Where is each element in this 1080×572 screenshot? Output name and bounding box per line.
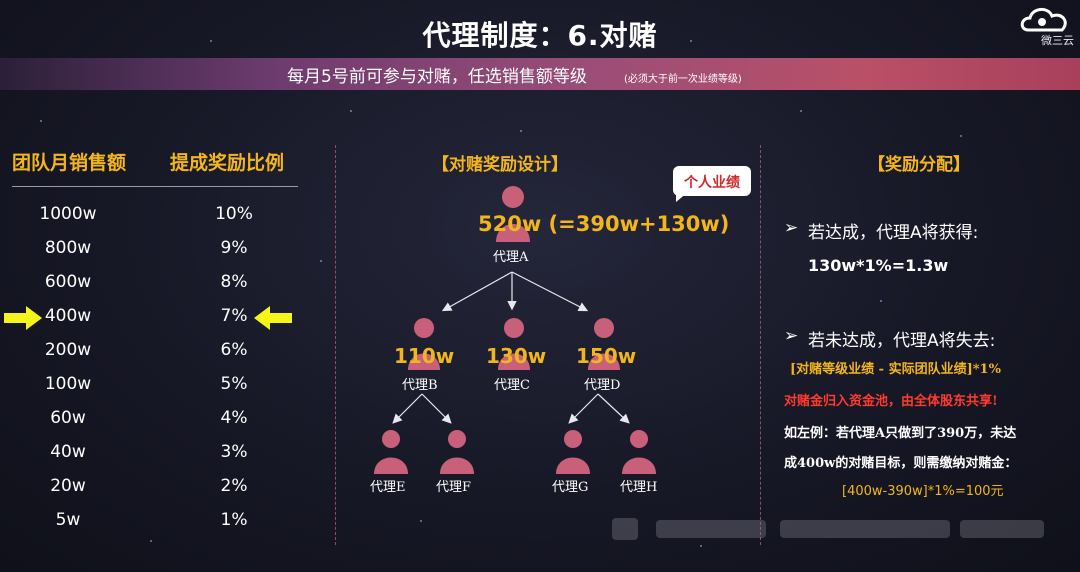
table-header-line bbox=[12, 186, 298, 187]
table-cell-rate: 1% bbox=[220, 510, 248, 530]
table-cell-amount: 40w bbox=[50, 442, 86, 462]
lose-title: 若未达成，代理A将失去: bbox=[808, 331, 996, 351]
person-icon bbox=[374, 430, 408, 474]
top-agent-formula: 520w (=390w+130w) bbox=[478, 212, 730, 236]
section-header-reward: 【奖励分配】 bbox=[868, 155, 970, 175]
table-cell-rate: 7% bbox=[220, 306, 248, 326]
agent-h-label: 代理H bbox=[620, 480, 658, 495]
agent-e-label: 代理E bbox=[370, 480, 406, 495]
example-line-1: 如左例：若代理A只做到了390万，未达 bbox=[784, 426, 1017, 441]
table-cell-amount: 20w bbox=[50, 476, 86, 496]
win-title: 若达成，代理A将获得: bbox=[808, 223, 979, 243]
callout-tail bbox=[676, 192, 688, 202]
example-line-2: 成400w的对赌目标，则需缴纳对赌金： bbox=[784, 456, 1018, 471]
table-cell-amount: 600w bbox=[44, 272, 92, 292]
table-cell-rate: 2% bbox=[220, 476, 248, 496]
table-cell-rate: 5% bbox=[220, 374, 248, 394]
page-title: 代理制度：6.对赌 bbox=[422, 19, 658, 52]
agent-f-label: 代理F bbox=[436, 480, 472, 495]
agent-b-amount: 110w bbox=[394, 344, 455, 368]
agent-c-amount: 130w bbox=[486, 344, 547, 368]
table-cell-rate: 8% bbox=[220, 272, 248, 292]
agent-d-label: 代理D bbox=[584, 378, 621, 393]
win-formula: 130w*1%=1.3w bbox=[808, 256, 949, 275]
table-cell-amount: 1000w bbox=[39, 204, 97, 224]
person-icon bbox=[498, 318, 530, 370]
agent-d-amount: 150w bbox=[576, 344, 637, 368]
lose-note: 对赌金归入资金池，由全体股东共享! bbox=[784, 394, 998, 409]
example-formula: [400w-390w]*1%=100元 bbox=[842, 484, 1004, 499]
table-cell-amount: 800w bbox=[44, 238, 92, 258]
top-agent-label: 代理A bbox=[493, 250, 529, 265]
table-cell-rate: 6% bbox=[220, 340, 248, 360]
table-header-sales: 团队月销售额 bbox=[12, 152, 127, 174]
person-icon bbox=[496, 186, 530, 242]
subtitle-banner: 每月5号前可参与对赌，任选销售额等级 (必须大于前一次业绩等级) bbox=[0, 58, 1080, 90]
person-icon bbox=[408, 318, 440, 370]
lose-bullet-icon: ➢ bbox=[784, 326, 799, 346]
agent-g-label: 代理G bbox=[552, 480, 589, 495]
agent-b-label: 代理B bbox=[402, 378, 438, 393]
person-icon bbox=[588, 318, 620, 370]
callout-text: 个人业绩 bbox=[684, 175, 740, 191]
table-cell-rate: 10% bbox=[215, 204, 253, 224]
person-icon bbox=[556, 430, 590, 474]
table-cell-amount: 100w bbox=[44, 374, 92, 394]
person-icon bbox=[622, 430, 656, 474]
table-cell-rate: 4% bbox=[220, 408, 248, 428]
table-cell-rate: 9% bbox=[220, 238, 248, 258]
table-cell-amount: 400w bbox=[44, 306, 92, 326]
arrow-left-icon bbox=[254, 306, 292, 330]
win-bullet-icon: ➢ bbox=[784, 218, 799, 238]
section-header-design: 【对赌奖励设计】 bbox=[432, 155, 568, 175]
agent-c-label: 代理C bbox=[494, 378, 530, 393]
banner-main-text: 每月5号前可参与对赌，任选销售额等级 bbox=[287, 67, 587, 87]
banner-note-text: (必须大于前一次业绩等级) bbox=[624, 74, 742, 85]
divider-right bbox=[760, 145, 761, 545]
divider-left bbox=[335, 145, 336, 545]
table-cell-amount: 200w bbox=[44, 340, 92, 360]
logo-text: 微三云 bbox=[1041, 34, 1074, 47]
callout-bubble: 个人业绩 bbox=[673, 166, 751, 196]
person-icon bbox=[440, 430, 474, 474]
lose-formula: [对赌等级业绩 - 实际团队业绩]*1% bbox=[790, 362, 1001, 377]
arrow-right-icon bbox=[4, 306, 42, 330]
tree-connectors bbox=[392, 271, 630, 424]
table-cell-amount: 5w bbox=[55, 510, 81, 530]
table-cell-rate: 3% bbox=[220, 442, 248, 462]
table-header-rate: 提成奖励比例 bbox=[170, 152, 285, 174]
cloud-logo-icon bbox=[1020, 8, 1067, 32]
table-cell-amount: 60w bbox=[50, 408, 86, 428]
